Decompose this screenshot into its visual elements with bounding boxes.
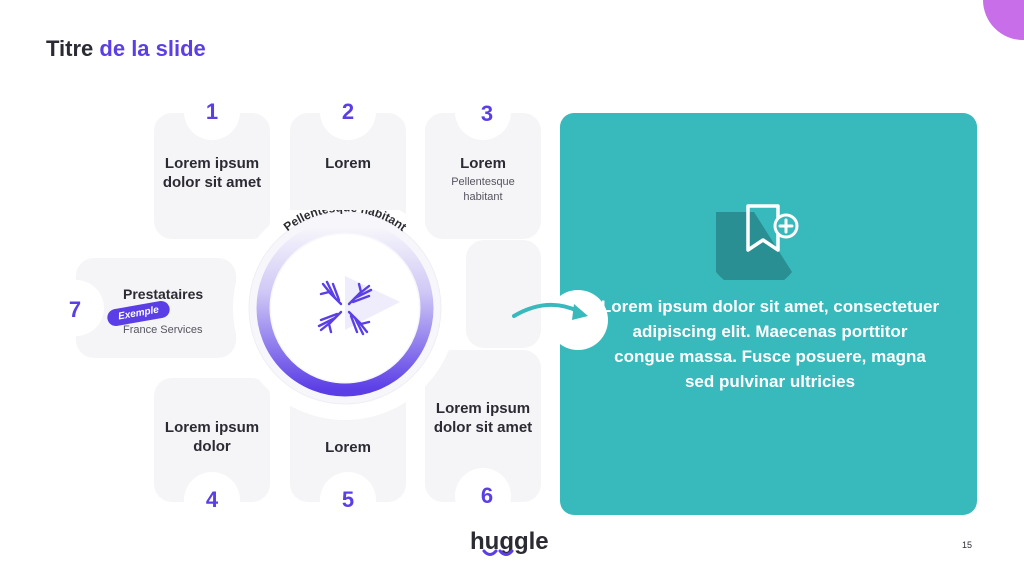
highlight-panel: [560, 113, 977, 515]
card-3-subtitle: Pellentesque habitant: [451, 176, 515, 203]
notch-5: [320, 472, 376, 528]
card-2-title: Lorem: [325, 155, 371, 172]
card-6-title: Lorem ipsum dolor sit amet: [433, 400, 533, 436]
slide-title: Titre de la slide: [46, 36, 206, 62]
step-number-3: 3: [480, 101, 494, 126]
notch-7: [48, 280, 104, 336]
card-5-title: Lorem: [325, 439, 371, 456]
card-4-text: Lorem ipsum dolor: [160, 418, 264, 456]
bookmark-plus-icon: [716, 204, 799, 280]
card-7-text: Prestataires France Services: [123, 286, 203, 336]
arrow-icon: [512, 290, 608, 350]
connector-card: [466, 240, 541, 348]
card-6-text: Lorem ipsum dolor sit amet: [431, 399, 535, 437]
card-7-subtitle: France Services: [123, 324, 203, 336]
card-3-title: Lorem: [460, 155, 506, 172]
card-3-text: Lorem Pellentesque habitant: [431, 154, 535, 205]
hub-shadow: [345, 276, 400, 330]
card-7-title: Prestataires: [123, 286, 204, 302]
title-part-2: de la slide: [99, 36, 206, 61]
logo-smile-icon: [482, 549, 514, 556]
notch-6: [455, 468, 511, 524]
notch-3: [455, 84, 511, 140]
notch-2: [320, 84, 376, 140]
corner-decoration: [983, 0, 1024, 40]
card-4-title: Lorem ipsum dolor: [164, 419, 260, 455]
notch-4: [184, 472, 240, 528]
step-number-5: 5: [341, 487, 355, 512]
hands-together-icon: [317, 280, 373, 336]
center-hub: Pellentesque habitant: [233, 210, 457, 420]
card-2-text: Lorem: [296, 154, 400, 173]
card-1-title: Lorem ipsum dolor sit amet: [162, 155, 262, 191]
notch-1: [184, 84, 240, 140]
step-number-1: 1: [205, 99, 219, 124]
arrow-notch: [548, 290, 608, 350]
panel-text: Lorem ipsum dolor sit amet, consectetuer…: [600, 297, 940, 391]
step-number-7: 7: [68, 297, 82, 322]
card-1-text: Lorem ipsum dolor sit amet: [160, 154, 264, 192]
step-number-2: 2: [341, 99, 355, 124]
card-5-text: Lorem: [296, 438, 400, 457]
hub-ring: [256, 219, 434, 397]
step-number-4: 4: [205, 487, 219, 512]
title-part-1: Titre: [46, 36, 94, 61]
page-number: 15: [962, 540, 973, 550]
step-number-6: 6: [480, 483, 494, 508]
